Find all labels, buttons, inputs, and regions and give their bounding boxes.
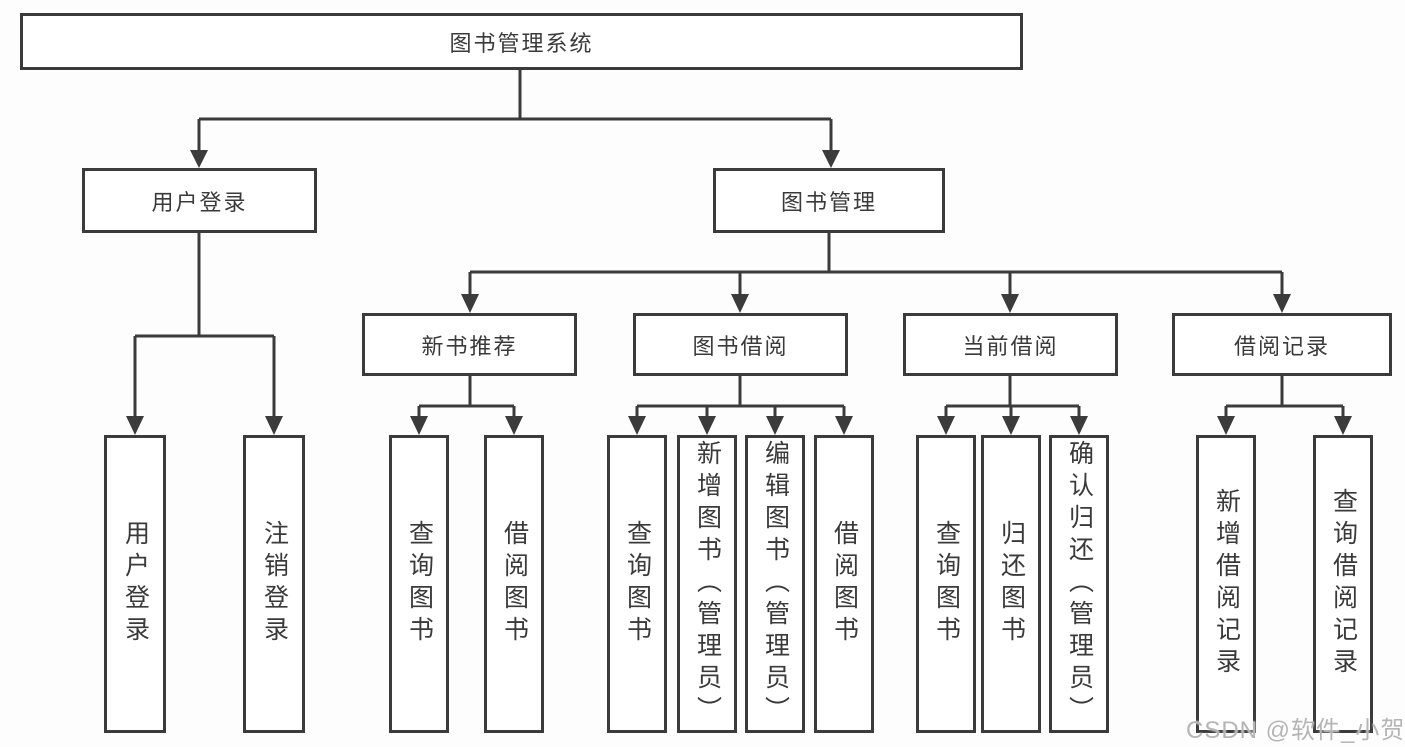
connector-newbookrec-to-leaves (417, 376, 516, 418)
node-borrow-record: 借阅记录 (1172, 313, 1392, 376)
node-book-management: 图书管理 (713, 168, 945, 233)
leaf-cb-query-book-label: 查询图书 (932, 520, 961, 648)
arrowheads-bookborrow-to-leaves (628, 416, 853, 435)
leaf-user-login: 用户登录 (104, 435, 166, 733)
leaf-rec-borrow-book: 借阅图书 (484, 435, 544, 733)
leaf-bb-borrow-book: 借阅图书 (814, 435, 874, 733)
arrowheads-newbookrec-to-leaves (410, 416, 523, 435)
connector-userlogin-to-leaves (133, 233, 276, 418)
leaf-br-add-record: 新增借阅记录 (1196, 435, 1256, 733)
connector-bookborrow-to-leaves (635, 376, 846, 418)
connector-borrowrecord-to-leaves (1224, 376, 1345, 418)
connector-root-to-level2 (197, 70, 833, 152)
leaf-logout-login: 注销登录 (243, 435, 305, 733)
node-user-login: 用户登录 (82, 168, 317, 233)
leaf-rec-query-book-label: 查询图书 (405, 520, 434, 648)
node-user-login-label: 用户登录 (151, 189, 248, 215)
leaf-bb-query-book-label: 查询图书 (623, 520, 652, 648)
leaf-bb-query-book: 查询图书 (607, 435, 667, 733)
node-book-borrow: 图书借阅 (633, 313, 848, 376)
leaf-br-query-record: 查询借阅记录 (1313, 435, 1373, 733)
node-borrow-record-label: 借阅记录 (1233, 333, 1330, 359)
arrowheads-currentborrow-to-leaves (937, 416, 1088, 435)
node-current-borrow: 当前借阅 (903, 313, 1118, 376)
leaf-bb-add-book-admin: 新增图书（管理员） (677, 435, 737, 733)
leaf-rec-borrow-book-label: 借阅图书 (500, 520, 529, 648)
connector-currentborrow-to-leaves (944, 376, 1081, 418)
node-root-system: 图书管理系统 (20, 13, 1023, 70)
arrowheads-root-to-level2 (190, 150, 840, 168)
connector-bookmgmt-to-level3 (468, 233, 1284, 296)
leaf-br-query-record-label: 查询借阅记录 (1329, 488, 1358, 680)
arrowheads-userlogin-to-leaves (126, 416, 283, 435)
leaf-br-add-record-label: 新增借阅记录 (1212, 488, 1241, 680)
node-root-system-label: 图书管理系统 (449, 30, 594, 56)
leaf-bb-edit-book-admin-label: 编辑图书（管理员） (761, 440, 790, 728)
leaf-bb-borrow-book-label: 借阅图书 (830, 520, 859, 648)
node-new-book-recommend: 新书推荐 (362, 313, 577, 376)
leaf-cb-confirm-return-admin: 确认归还（管理员） (1049, 435, 1109, 733)
node-current-borrow-label: 当前借阅 (962, 333, 1059, 359)
leaf-cb-return-book-label: 归还图书 (997, 520, 1026, 648)
leaf-cb-return-book: 归还图书 (981, 435, 1041, 733)
arrowheads-bookmgmt-to-level3 (461, 294, 1291, 313)
node-new-book-recommend-label: 新书推荐 (421, 333, 518, 359)
leaf-user-login-label: 用户登录 (121, 520, 150, 648)
node-book-borrow-label: 图书借阅 (692, 333, 789, 359)
leaf-rec-query-book: 查询图书 (389, 435, 449, 733)
arrowheads-borrowrecord-to-leaves (1217, 416, 1352, 435)
leaf-logout-login-label: 注销登录 (260, 520, 289, 648)
leaf-bb-edit-book-admin: 编辑图书（管理员） (745, 435, 805, 733)
node-book-management-label: 图书管理 (780, 189, 877, 215)
leaf-bb-add-book-admin-label: 新增图书（管理员） (693, 440, 722, 728)
leaf-cb-confirm-return-admin-label: 确认归还（管理员） (1065, 440, 1094, 728)
leaf-cb-query-book: 查询图书 (916, 435, 976, 733)
csdn-watermark: CSDN @软件_小贺同学 (1186, 717, 1405, 744)
